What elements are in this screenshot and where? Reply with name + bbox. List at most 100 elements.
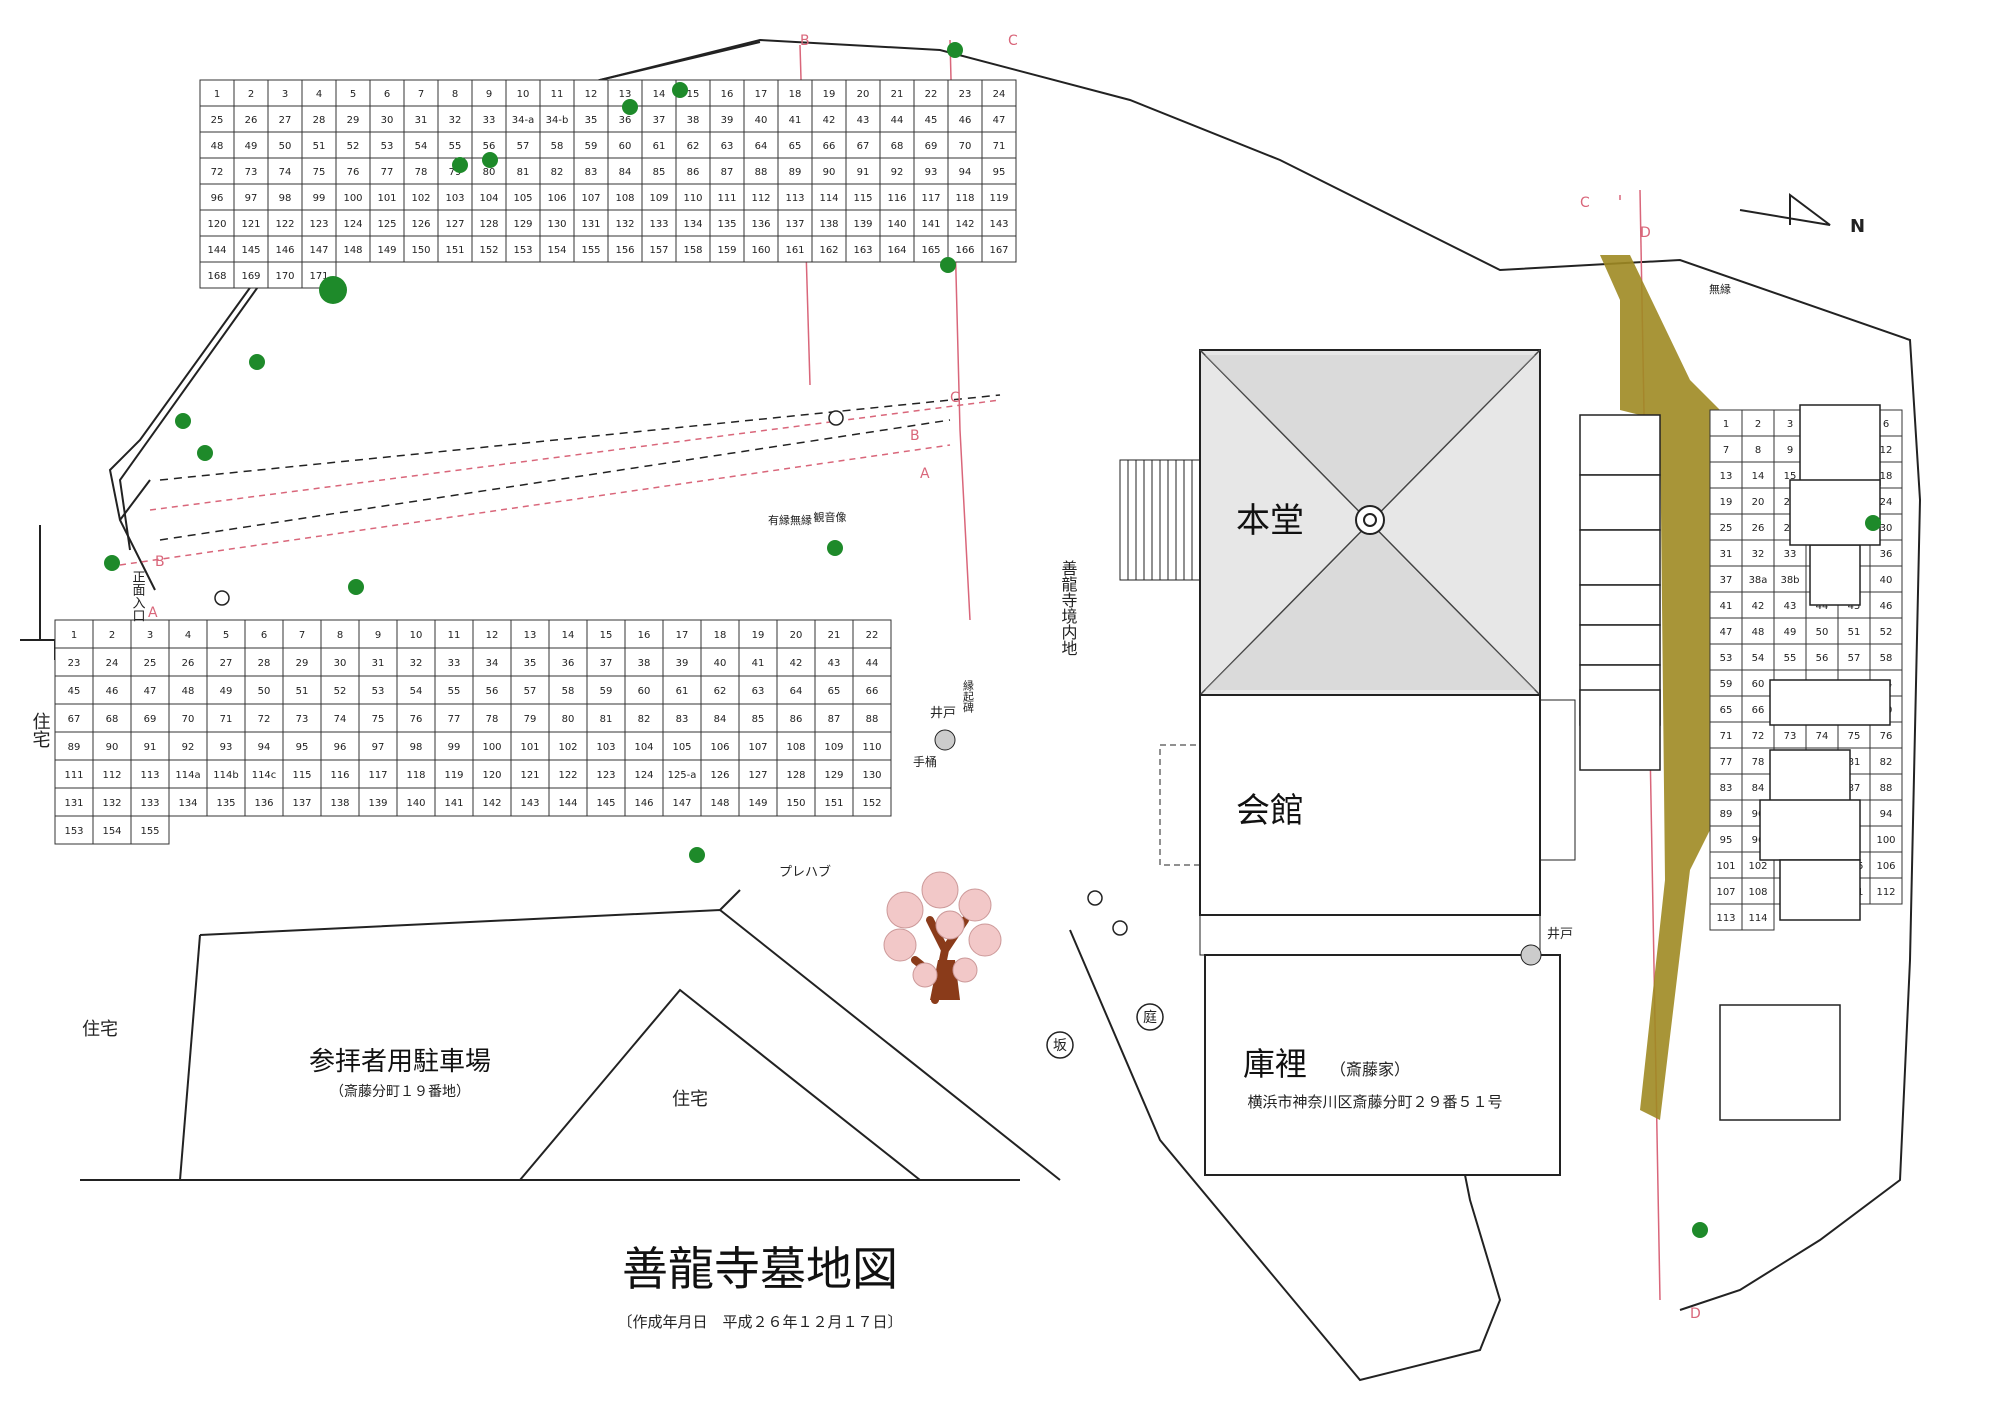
grave-plot-number: 107 [581, 193, 600, 204]
grave-plot-number: 40 [1880, 575, 1893, 586]
grave-plot-number: 34-b [546, 115, 569, 126]
grave-plot-number: 124 [343, 219, 362, 230]
grave-plot-number: 64 [790, 686, 803, 697]
grave-plot [811, 209, 847, 237]
grave-plot-number: 136 [254, 798, 273, 809]
grave-plot-number: 94 [1880, 809, 1893, 820]
grave-plot [54, 703, 94, 733]
grave-plot-number: 147 [309, 245, 328, 256]
grave-plot-number: 131 [64, 798, 83, 809]
grave-plot [913, 209, 949, 237]
kuri-label: 庫裡 [1243, 1045, 1307, 1083]
grave-plot-number: 129 [513, 219, 532, 230]
tree-icon [197, 445, 213, 461]
grave-plot-number: 128 [479, 219, 498, 230]
grave-plot [709, 235, 745, 263]
grave-plot [320, 787, 360, 817]
grave-plot [947, 105, 983, 133]
grave-plot-number: 149 [748, 798, 767, 809]
grave-plot-number: 94 [258, 742, 271, 753]
grave-plot-number: 138 [330, 798, 349, 809]
trees [104, 42, 1881, 1238]
grave-plot [709, 209, 745, 237]
grave-plot-number: 82 [1880, 757, 1893, 768]
grave-plot-number: 38 [638, 658, 651, 669]
grave-plot-number: 153 [64, 826, 83, 837]
grave-plot-number: 28 [258, 658, 271, 669]
grave-plot-number: 37 [1720, 575, 1733, 586]
grave-plot-number: 111 [717, 193, 736, 204]
grave-plot [1741, 409, 1775, 437]
grave-plot [54, 731, 94, 761]
grave-plot [206, 731, 246, 761]
grave-plot [1869, 747, 1903, 775]
section-letter-d-top: D [1640, 225, 1651, 241]
grave-plot-number: 56 [483, 141, 496, 152]
grave-plot-number: 17 [755, 89, 768, 100]
grave-plot [1869, 799, 1903, 827]
grave-plot-number: 146 [634, 798, 653, 809]
grave-plot-number: 101 [1716, 861, 1735, 872]
grave-plot-number: 57 [1848, 653, 1861, 664]
grave-plot-number: 83 [1720, 783, 1733, 794]
grave-plot-number: 108 [1748, 887, 1767, 898]
grave-plot-number: 45 [68, 686, 81, 697]
grave-plot [776, 787, 816, 817]
grave-plot-number: 51 [296, 686, 309, 697]
tree-icon [319, 276, 347, 304]
tree-icon [1692, 1222, 1708, 1238]
section-letter-b-top: B [800, 33, 810, 49]
grave-plot [434, 703, 474, 733]
grave-plot-number: 134 [683, 219, 702, 230]
grave-plot [624, 619, 664, 649]
grave-plot [913, 183, 949, 211]
grave-plot-number: 166 [955, 245, 974, 256]
section-letter-a-mid: A [920, 466, 930, 482]
grave-plot-number: 36 [562, 658, 575, 669]
grave-plot [852, 787, 892, 817]
grave-plot-number: 148 [343, 245, 362, 256]
grave-plot-number: 90 [1752, 809, 1765, 820]
tree-icon [348, 579, 364, 595]
grave-plot [1709, 513, 1743, 541]
grave-plot [607, 157, 643, 185]
grave-plot [369, 209, 405, 237]
grave-plot [1741, 487, 1775, 515]
grave-plot [92, 787, 132, 817]
main-entrance-label: 正面入口 [130, 570, 146, 622]
grave-plot-number: 163 [853, 245, 872, 256]
grave-plot-number: 76 [347, 167, 360, 178]
grave-plot-number: 137 [785, 219, 804, 230]
grave-plot-number: 139 [853, 219, 872, 230]
grave-plot-number: 85 [752, 714, 765, 725]
grave-plot-number: 92 [891, 167, 904, 178]
grave-plot-number: 84 [1752, 783, 1765, 794]
grave-plot [396, 675, 436, 705]
grave-plot-number: 76 [410, 714, 423, 725]
grave-plot-number: 105 [513, 193, 532, 204]
grave-plot-number: 127 [748, 770, 767, 781]
grave-plot-number: 62 [687, 141, 700, 152]
grave-plot [814, 787, 854, 817]
grave-plot-number: 16 [721, 89, 734, 100]
grave-plot-number: 75 [1848, 731, 1861, 742]
grave-plot-number: 110 [862, 742, 881, 753]
grave-plot-number: 120 [207, 219, 226, 230]
grave-plot-number: 114 [819, 193, 838, 204]
grave-plot-number: 106 [547, 193, 566, 204]
grave-plot-number: 24 [993, 89, 1006, 100]
grave-plot-number: 136 [751, 219, 770, 230]
grave-plot [92, 815, 132, 845]
grave-plot [586, 675, 626, 705]
grave-plot-number: 9 [486, 89, 492, 100]
grave-plot-number: 87 [721, 167, 734, 178]
well-icon [934, 729, 1542, 966]
grave-plot [700, 619, 740, 649]
grave-plot [776, 759, 816, 789]
grave-plot [403, 235, 439, 263]
grave-plot-number: 145 [596, 798, 615, 809]
grave-plot-number: 151 [445, 245, 464, 256]
grave-plot-number: 24 [106, 658, 119, 669]
grave-plot-number: 18 [1880, 471, 1893, 482]
grave-plot-number: 91 [144, 742, 157, 753]
